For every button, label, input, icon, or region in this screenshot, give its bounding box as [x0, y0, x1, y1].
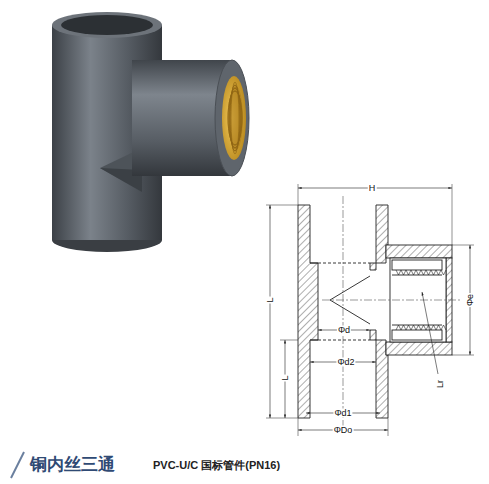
figure-title: 铜内丝三通 — [30, 456, 115, 473]
dimension-label: Φe — [466, 293, 475, 307]
caption-slash — [11, 452, 24, 478]
section-drawing — [266, 184, 474, 436]
dimension-label: ΦDo — [333, 426, 354, 435]
tee-rendering — [52, 12, 249, 252]
leader-label: Lr — [436, 379, 445, 389]
dimension-label: H — [368, 184, 377, 193]
figure-caption: PVC-U/C 国标管件(PN16) — [153, 460, 280, 471]
dimension-label: L — [281, 374, 290, 381]
dimension-label: Φd — [337, 326, 351, 335]
dimension-label: L — [266, 296, 275, 303]
dimension-label: Φd2 — [336, 358, 355, 367]
dimension-label: Φd1 — [333, 409, 352, 418]
